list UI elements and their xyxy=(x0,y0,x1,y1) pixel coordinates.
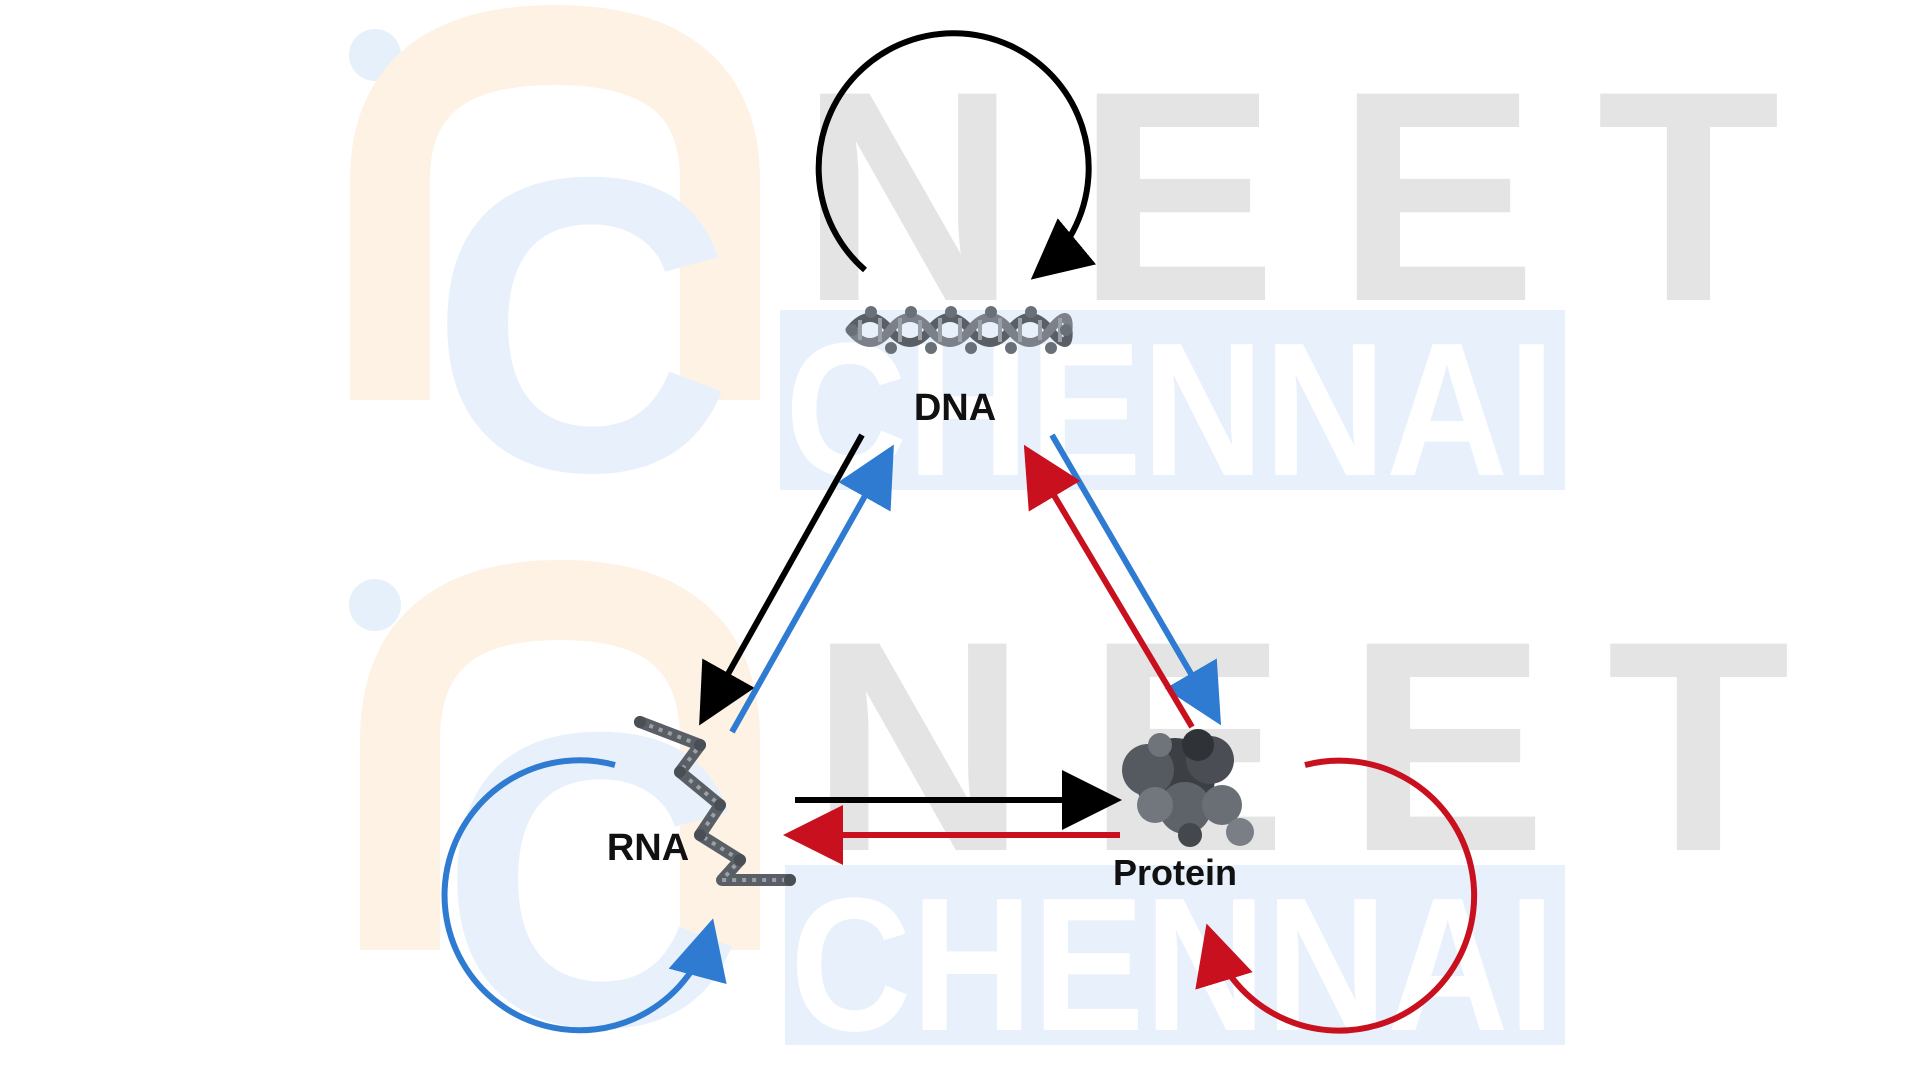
arrow-dna-to-rna xyxy=(699,433,865,726)
protein-structure-icon xyxy=(1122,729,1254,847)
rna-label: RNA xyxy=(607,827,689,869)
watermark-neet-top: NEET xyxy=(800,28,1840,364)
watermark-chennai-bottom: CHENNAI xyxy=(790,859,1555,1071)
watermark-logo: C NEET CHENNAI C NEET CHENNAI xyxy=(349,4,1850,1080)
watermark-logo-top: C NEET CHENNAI xyxy=(349,4,1840,560)
rna-strand-icon xyxy=(634,716,796,886)
arrow-rna-to-dna xyxy=(729,444,894,734)
watermark-logo-bottom: C NEET CHENNAI xyxy=(349,559,1850,1080)
watermark-neet-bottom: NEET xyxy=(810,578,1850,914)
arrow-protein-to-dna xyxy=(1023,444,1195,729)
protein-label: Protein xyxy=(1113,852,1237,893)
watermark-arch xyxy=(350,4,760,400)
dna-helix-icon xyxy=(845,306,1073,354)
watermark-dot xyxy=(349,579,401,631)
arrow-rna-self-loop xyxy=(441,757,727,1034)
arrow-dna-self-loop xyxy=(815,30,1097,280)
watermark-band-bottom xyxy=(785,865,1565,1045)
watermark-letter-c: C xyxy=(440,646,743,1080)
watermark-letter-c: C xyxy=(430,91,733,560)
arrow-protein-self-loop xyxy=(1195,757,1478,1034)
dna-label: DNA xyxy=(914,387,996,429)
